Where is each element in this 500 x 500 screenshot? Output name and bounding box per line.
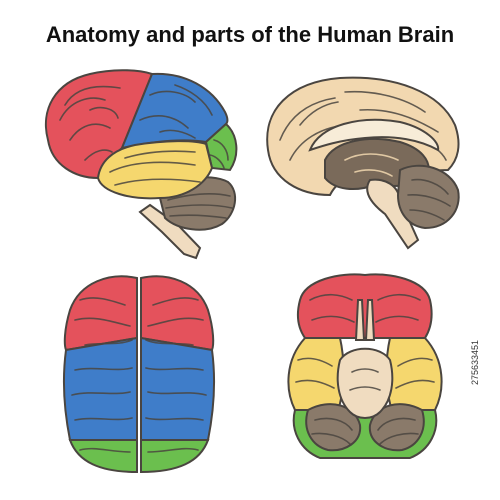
inferior-brainstem — [336, 347, 394, 419]
brain-lateral-view-icon — [44, 69, 238, 260]
brain-superior-view-icon — [62, 275, 216, 474]
inferior-right-temporal-lobe — [385, 337, 443, 411]
sagittal-brainstem — [366, 178, 420, 250]
superior-left-occipital — [68, 439, 138, 474]
brain-sagittal-section-icon — [266, 76, 460, 250]
inferior-left-temporal-lobe — [287, 337, 345, 411]
lateral-temporal-lobe — [96, 140, 214, 200]
sagittal-corpus-callosum — [308, 118, 440, 152]
inferior-olfactory-tracts — [354, 299, 376, 341]
page-title: Anatomy and parts of the Human Brain — [45, 22, 455, 47]
superior-right-frontal — [140, 275, 215, 352]
superior-right-occipital — [140, 439, 210, 474]
superior-right-parietal — [140, 336, 216, 441]
inferior-left-cerebellum — [305, 403, 362, 452]
lateral-brainstem — [138, 203, 202, 260]
superior-left-frontal — [63, 275, 138, 352]
brain-inferior-view-icon — [287, 273, 443, 459]
stock-id: 275633451 — [470, 339, 480, 385]
inferior-right-cerebellum — [368, 403, 425, 452]
inferior-frontal-lobe — [296, 273, 433, 339]
superior-left-parietal — [62, 336, 138, 441]
